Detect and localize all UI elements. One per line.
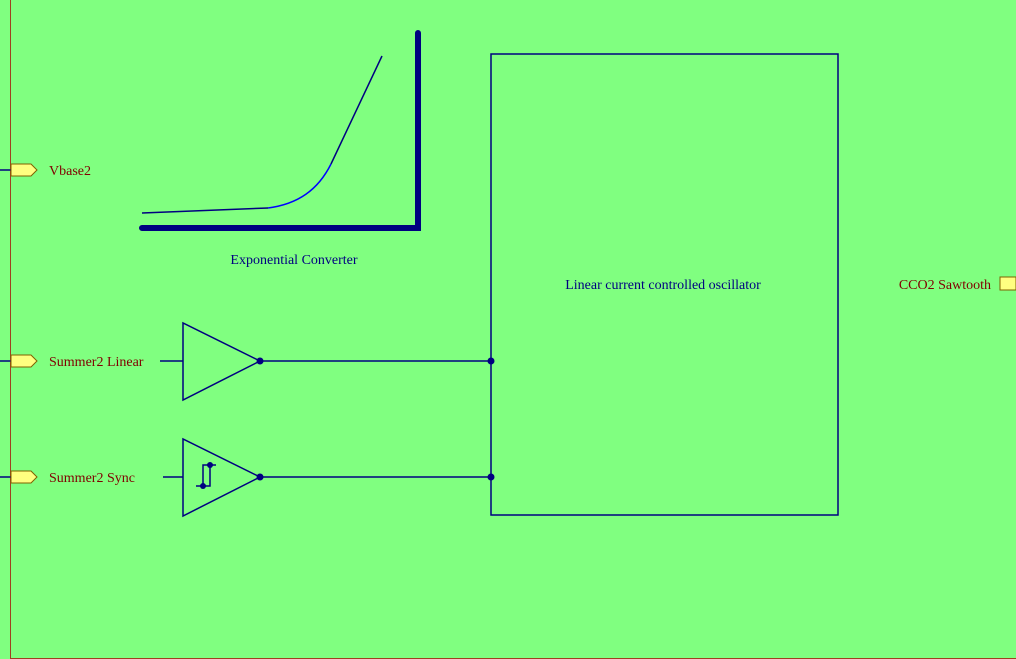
hysteresis-dot-1: [200, 483, 206, 489]
exp-converter-block[interactable]: Exponential Converter: [139, 30, 421, 268]
oscillator-sync-junction: [487, 473, 495, 481]
port-linear-label: Summer2 Linear: [49, 355, 144, 370]
buffer-amplifier-icon: [182, 321, 262, 402]
port-vbase-label: Vbase2: [49, 164, 91, 179]
oscillator-block[interactable]: Linear current controlled oscillator: [487, 53, 839, 516]
oscillator-box: [490, 53, 839, 516]
port-vbase-flag: [10, 163, 38, 177]
exp-axes: [139, 30, 421, 231]
exp-curve-linear-low: [141, 207, 269, 214]
port-sawtooth-label: CCO2 Sawtooth: [899, 278, 991, 293]
port-sawtooth-flag: [999, 276, 1016, 291]
oscillator-linear-junction: [487, 357, 495, 365]
exp-curve-linear-high: [330, 55, 383, 165]
linear-amplifier[interactable]: [182, 321, 264, 402]
schmitt-trigger-buffer-icon: [182, 437, 262, 518]
port-vbase[interactable]: Vbase2: [10, 163, 91, 179]
port-linear[interactable]: Summer2 Linear: [10, 354, 144, 370]
port-sync-label: Summer2 Sync: [49, 471, 135, 486]
port-sync[interactable]: Summer2 Sync: [10, 470, 135, 486]
hysteresis-dot-2: [207, 462, 213, 468]
exp-curve-knee: [267, 163, 332, 209]
exponential-curve-icon: [139, 30, 421, 231]
hysteresis-symbol: [196, 464, 216, 487]
exp-converter-label: Exponential Converter: [230, 253, 357, 268]
sync-amplifier[interactable]: [182, 437, 264, 518]
port-linear-flag: [10, 354, 38, 368]
port-sync-flag: [10, 470, 38, 484]
port-sawtooth[interactable]: CCO2 Sawtooth: [899, 276, 1016, 293]
oscillator-label: Linear current controlled oscillator: [565, 278, 761, 293]
